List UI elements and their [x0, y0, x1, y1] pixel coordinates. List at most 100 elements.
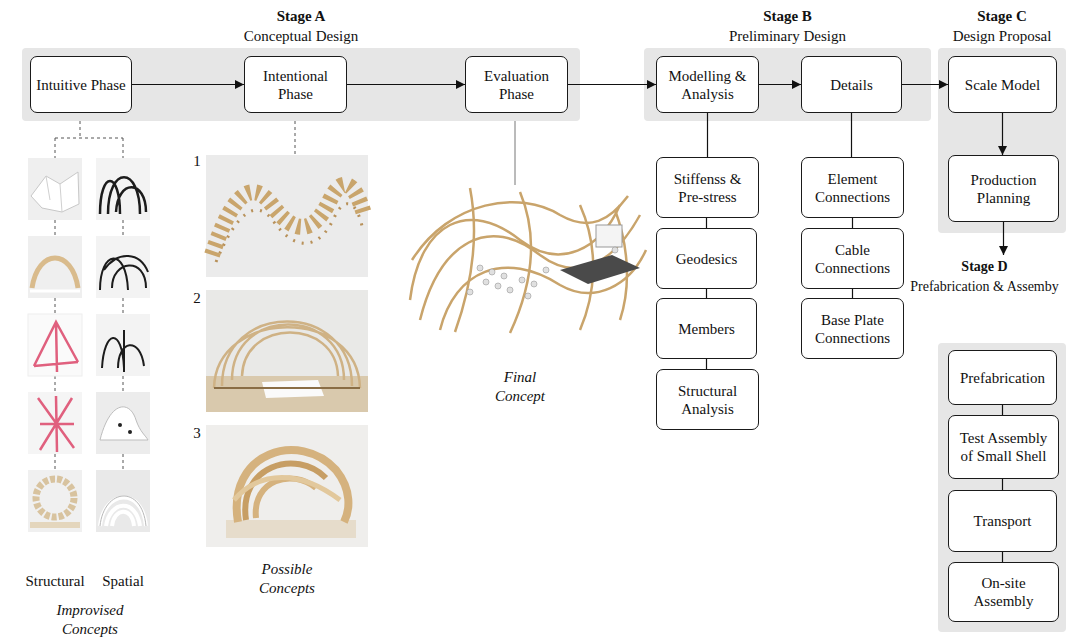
improvised-thumbnails [28, 158, 150, 532]
illustration-part [477, 265, 483, 271]
process-box: Details [801, 56, 902, 113]
stage-heading: Stage CDesign Proposal [938, 4, 1066, 46]
illustration-part [489, 269, 495, 275]
illustration-part [612, 247, 618, 253]
illustration-part [32, 258, 78, 288]
illustration-part [28, 236, 82, 298]
box-label: Modelling & Analysis [661, 67, 754, 103]
illustration-part [100, 497, 146, 526]
connector-line [1002, 405, 1003, 415]
process-box: Production Planning [948, 155, 1059, 222]
box-label: Details [830, 76, 873, 94]
stage-title: Stage B [644, 6, 931, 26]
illustration-part [483, 279, 489, 285]
connector-line [851, 113, 852, 157]
stage-band-ground [22, 48, 580, 121]
illustration-part [31, 172, 79, 212]
stage-subtitle: Conceptual Design [22, 26, 580, 46]
stage-subtitle: Prefabrication & Assemby [903, 277, 1066, 297]
box-label: Structural Analysis [661, 382, 754, 418]
task-box: Structural Analysis [656, 369, 759, 430]
box-label: Transport [974, 512, 1032, 530]
illustration-part [96, 392, 150, 454]
label-slot: 3 [190, 424, 204, 443]
illustration-part [245, 464, 326, 520]
task-box: Stiffenss & Pre-stress [656, 157, 759, 218]
illustration-part [118, 423, 122, 427]
caption-label: Final Concept [495, 369, 545, 404]
caption-label: Improvised Concepts [57, 602, 124, 637]
final-concept-render [410, 188, 646, 333]
illustration-part [519, 277, 525, 283]
illustration-part [46, 176, 62, 212]
stage-subtitle: Design Proposal [938, 26, 1066, 46]
stage-band: Stage CDesign ProposalScale ModelProduct… [938, 4, 1066, 233]
task-box: Cable Connections [801, 228, 904, 289]
stage-heading: Stage AConceptual Design [22, 4, 580, 46]
box-label: Prefabrication [960, 369, 1045, 387]
illustration-part [455, 188, 474, 332]
illustration-part [34, 322, 78, 372]
stage-title: Stage C [938, 6, 1066, 26]
illustration-part [214, 322, 360, 389]
box-label: Scale Model [965, 76, 1040, 94]
illustration-part [28, 470, 82, 532]
illustration-part [28, 158, 82, 220]
illustration-part [412, 196, 628, 260]
process-box: Transport [948, 490, 1057, 552]
flow-arrow [1003, 222, 1004, 255]
connector-line [706, 218, 707, 228]
process-box: Scale Model [948, 56, 1057, 113]
illustration-part [510, 192, 531, 333]
illustration-part [102, 330, 144, 372]
process-box: Intentional Phase [244, 56, 347, 113]
illustration-part [467, 247, 618, 299]
box-label: Cable Connections [806, 241, 899, 277]
illustration-part [100, 177, 146, 214]
illustration-part [212, 185, 364, 255]
label-slot: Possible Concepts [242, 560, 332, 598]
illustration-part [28, 392, 82, 454]
stage-band: Stage DPrefabrication & AssembyPrefabric… [903, 255, 1066, 632]
stage-band: Stage AConceptual DesignIntuitive Phase I… [22, 4, 580, 121]
illustration-part [96, 236, 150, 298]
box-label: Evaluation Phase [470, 67, 563, 103]
illustration-part [100, 407, 148, 440]
illustration-part [226, 520, 356, 538]
stage-band-ground [938, 343, 1066, 632]
illustration-part [96, 314, 150, 376]
box-label: On-site Assembly [953, 574, 1054, 610]
connector-line [852, 218, 853, 228]
box-label: Members [678, 320, 735, 338]
illustration-part [36, 479, 74, 517]
illustration-part [100, 496, 146, 526]
illustration-part [206, 425, 368, 547]
label-slot: Structural [20, 572, 90, 591]
connector-line [1002, 552, 1003, 562]
stage-heading: Stage BPreliminary Design [644, 4, 931, 46]
illustration-part [38, 396, 74, 452]
caption-label: Structural [25, 573, 84, 589]
possible-concept-photos [206, 155, 368, 547]
illustration-part [216, 204, 362, 262]
box-label: Intuitive Phase [36, 76, 126, 94]
process-box: Prefabrication [948, 350, 1057, 405]
process-box: On-site Assembly [948, 562, 1059, 622]
illustration-part [128, 430, 132, 434]
box-label: Test Assembly of Small Shell [953, 429, 1054, 465]
label-slot: 2 [190, 289, 204, 308]
connector-line [706, 359, 707, 369]
illustration-part [410, 205, 620, 300]
illustration-part [28, 314, 82, 376]
illustration-part [467, 289, 473, 295]
illustration-part [100, 256, 148, 290]
illustration-part [206, 155, 368, 277]
illustration-part [234, 478, 340, 501]
illustration-part [525, 293, 531, 299]
flow-arrow [132, 84, 244, 85]
stage-title: Stage D [903, 257, 1066, 277]
connector-line [706, 289, 707, 298]
connector-line [707, 113, 708, 157]
connector-line [852, 289, 853, 298]
